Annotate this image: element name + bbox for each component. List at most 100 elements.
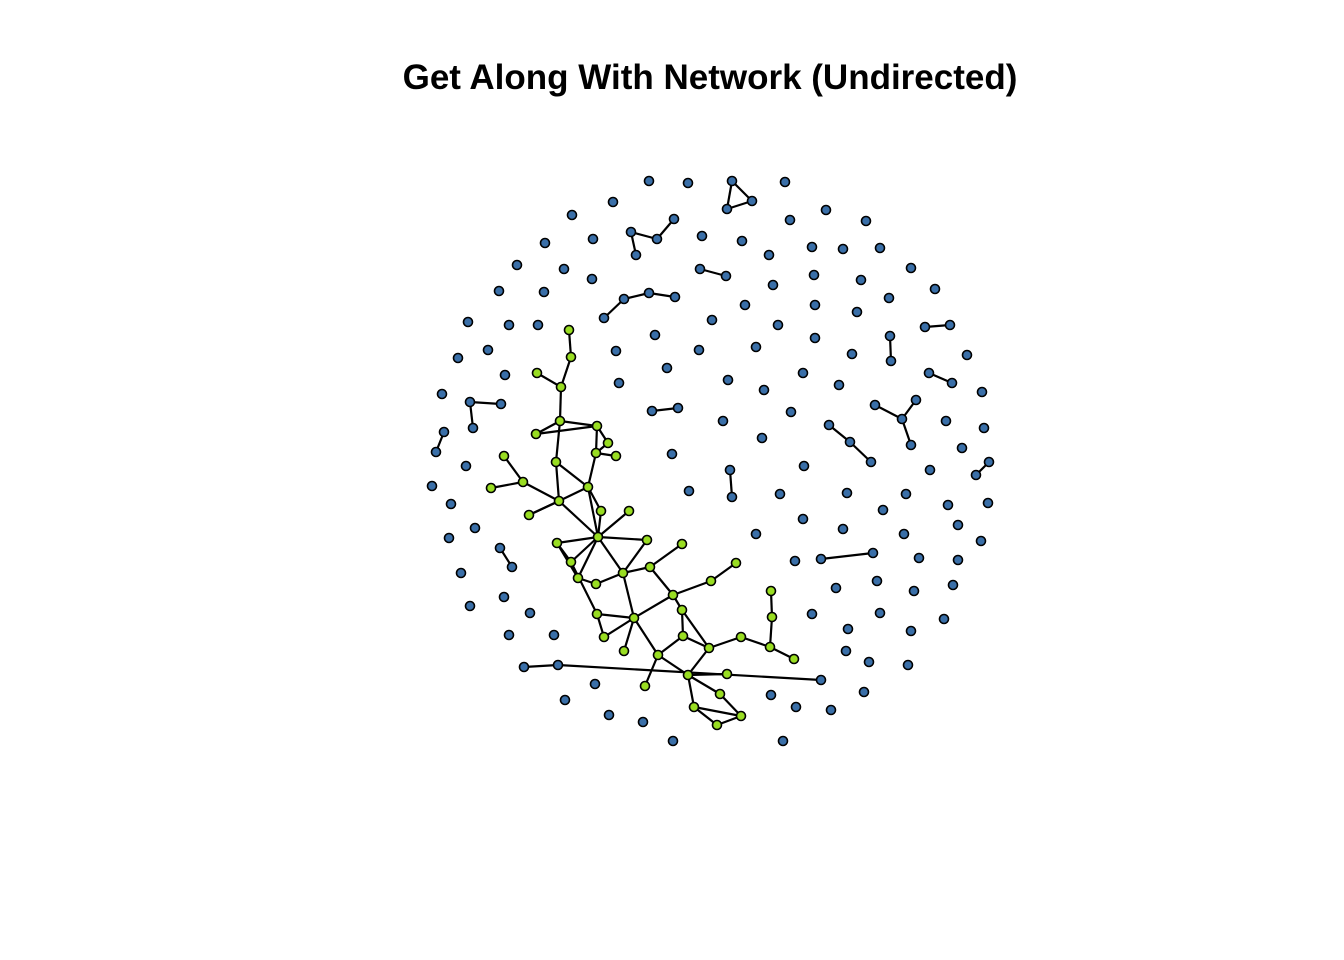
minor-component-node-104 [841,487,853,499]
minor-component-node-130 [908,585,920,597]
giant-component-edge-52 [708,635,742,650]
minor-component-node-128 [830,582,842,594]
giant-component-node-31 [676,604,688,616]
minor-component-node-108 [469,522,481,534]
minor-component-node-9 [625,226,637,238]
minor-component-node-41 [503,319,515,331]
minor-component-node-94 [798,460,810,472]
giant-component-edge-47 [622,617,636,652]
giant-component-node-0 [563,324,575,336]
giant-component-edge-61 [686,674,696,708]
minor-component-node-72 [495,398,507,410]
giant-component-node-36 [677,630,689,642]
minor-component-node-47 [809,299,821,311]
giant-component-node-27 [644,561,656,573]
minor-component-node-13 [587,233,599,245]
giant-component-node-4 [554,415,566,427]
minor-component-node-68 [923,367,935,379]
giant-component-node-24 [617,567,629,579]
minor-component-node-124 [952,554,964,566]
giant-component-node-47 [714,688,726,700]
minor-component-edge-25 [820,551,874,561]
giant-component-node-23 [590,578,602,590]
giant-component-node-50 [735,710,747,722]
minor-component-node-150 [603,709,615,721]
giant-component-node-49 [711,719,723,731]
giant-component-node-32 [591,608,603,620]
minor-component-node-3 [746,195,758,207]
giant-component-edge-39 [672,579,712,597]
minor-component-node-92 [724,464,736,476]
minor-component-node-112 [837,523,849,535]
minor-component-node-31 [618,293,630,305]
minor-component-node-76 [646,405,658,417]
minor-component-node-32 [643,287,655,299]
minor-component-node-0 [643,175,655,187]
giant-component-node-34 [598,631,610,643]
giant-component-edge-44 [596,612,635,620]
minor-component-node-24 [763,249,775,261]
minor-component-node-143 [552,659,564,671]
minor-component-node-39 [929,283,941,295]
minor-component-node-100 [426,480,438,492]
minor-component-node-65 [758,384,770,396]
minor-component-edge-26 [523,663,559,669]
minor-component-node-23 [720,270,732,282]
minor-component-node-118 [506,561,518,573]
minor-component-node-152 [825,704,837,716]
giant-component-edge-29 [577,536,599,579]
giant-component-node-16 [523,509,535,521]
giant-component-node-42 [788,653,800,665]
minor-component-node-105 [900,488,912,500]
minor-component-node-99 [924,464,936,476]
giant-component-edge-5 [559,419,598,428]
minor-component-node-131 [947,579,959,591]
giant-component-node-7 [602,437,614,449]
minor-component-node-114 [898,528,910,540]
minor-component-node-70 [436,388,448,400]
giant-component-edge-66 [693,705,742,718]
giant-component-edge-12 [586,452,598,488]
giant-component-node-15 [553,495,565,507]
minor-component-node-120 [789,555,801,567]
minor-component-node-36 [808,269,820,281]
giant-component-edge-34 [622,539,648,574]
minor-component-node-49 [919,321,931,333]
minor-component-node-53 [610,345,622,357]
giant-component-node-19 [592,531,604,543]
minor-component-node-60 [885,355,897,367]
minor-component-node-148 [765,689,777,701]
giant-component-edge-14 [554,461,561,502]
minor-component-node-19 [511,259,523,271]
minor-component-node-98 [460,460,472,472]
minor-component-node-142 [518,661,530,673]
minor-component-node-58 [846,348,858,360]
minor-component-node-57 [809,332,821,344]
minor-component-node-96 [983,456,995,468]
giant-component-node-25 [641,534,653,546]
minor-component-node-138 [842,623,854,635]
giant-component-edge-7 [535,424,598,436]
giant-component-node-39 [765,585,777,597]
minor-component-node-83 [976,386,988,398]
minor-component-node-48 [851,306,863,318]
minor-component-node-52 [452,352,464,364]
minor-component-node-63 [613,377,625,389]
minor-component-node-115 [952,519,964,531]
minor-component-node-29 [493,285,505,297]
giant-component-edge-17 [490,480,524,490]
giant-component-node-9 [610,450,622,462]
minor-component-node-149 [790,701,802,713]
minor-component-node-119 [455,567,467,579]
minor-component-node-90 [666,448,678,460]
giant-component-edge-16 [522,481,560,502]
giant-component-edge-28 [597,535,648,542]
minor-component-node-102 [683,485,695,497]
minor-component-node-4 [721,203,733,215]
minor-component-node-134 [806,608,818,620]
minor-component-node-93 [726,491,738,503]
minor-component-node-129 [871,575,883,587]
minor-component-node-35 [767,279,779,291]
minor-component-node-8 [668,213,680,225]
giant-component-edge-21 [586,486,600,538]
